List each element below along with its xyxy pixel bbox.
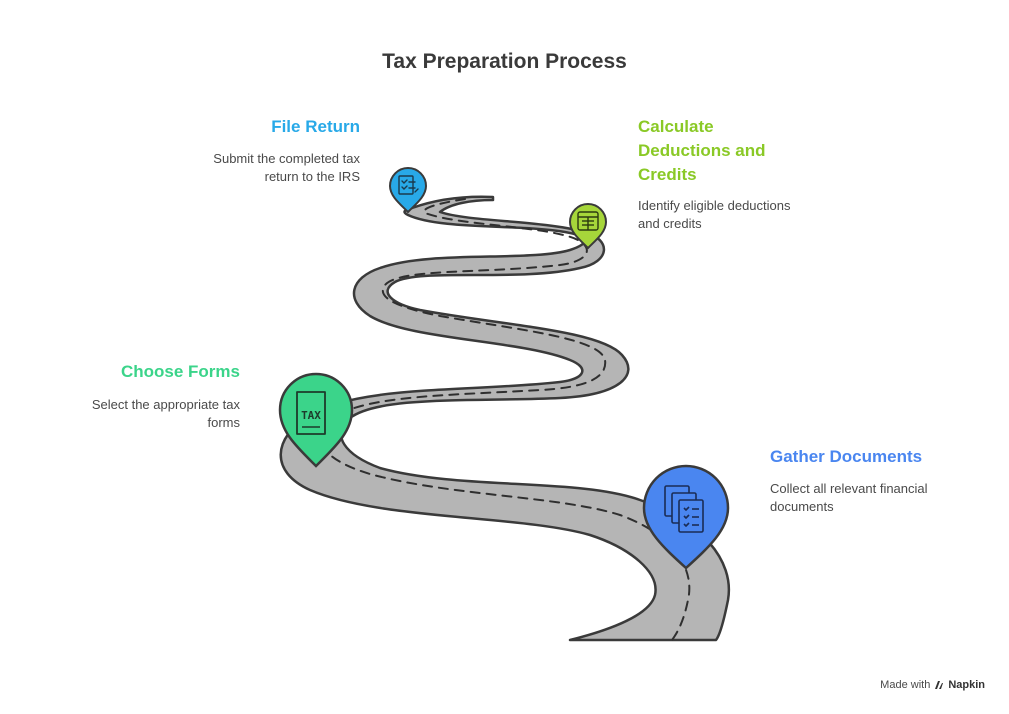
choose-forms-description-line: Select the appropriate tax [91,397,240,412]
napkin-brand-label: Napkin [948,679,985,691]
calculate-deductions-title: Calculate Deductions and Credits [638,115,808,187]
calculate-deductions-description-line: Identify eligible deductions [638,198,791,213]
file-return-description-line: return to the IRS [264,169,360,184]
calculate-deductions-marker [568,203,608,250]
gather-documents-description-line: documents [770,499,834,514]
road-surface [280,196,729,640]
choose-forms-title: Choose Forms [120,362,240,381]
calculate-deductions-title-line: Calculate [638,117,714,136]
calculate-deductions-title-line: Deductions and [638,141,766,160]
choose-forms-description-line: forms [207,415,241,430]
calculate-deductions-description-line: and credits [638,216,702,231]
calculate-deductions-title-line: Credits [638,165,697,184]
file-return-description: Submit the completed tax return to the I… [150,150,360,186]
stacked-documents-icon [664,485,704,533]
choose-forms-description: Select the appropriate tax forms [20,396,240,432]
file-return-description-line: Submit the completed tax [213,151,360,166]
calculate-deductions-description: Identify eligible deductions and credits [638,197,838,233]
gather-documents-title: Gather Documents [770,447,923,466]
made-with-napkin-badge[interactable]: Made with Napkin [880,679,985,691]
tax-form-icon-text: TAX [301,409,321,422]
choose-forms-marker: TAX [278,372,354,468]
gather-documents-description-line: Collect all relevant financial [770,481,928,496]
made-with-label: Made with [880,679,931,691]
gather-documents-marker [642,464,730,570]
tax-form-icon: TAX [296,391,326,435]
diagram-title: Tax Preparation Process [382,50,627,73]
napkin-logo-icon [935,681,944,689]
file-return-marker [388,167,428,214]
document-checklist-icon [398,175,419,195]
gather-documents-description: Collect all relevant financial documents [770,480,970,516]
calculator-icon [577,211,599,231]
file-return-title: File Return [271,117,360,136]
